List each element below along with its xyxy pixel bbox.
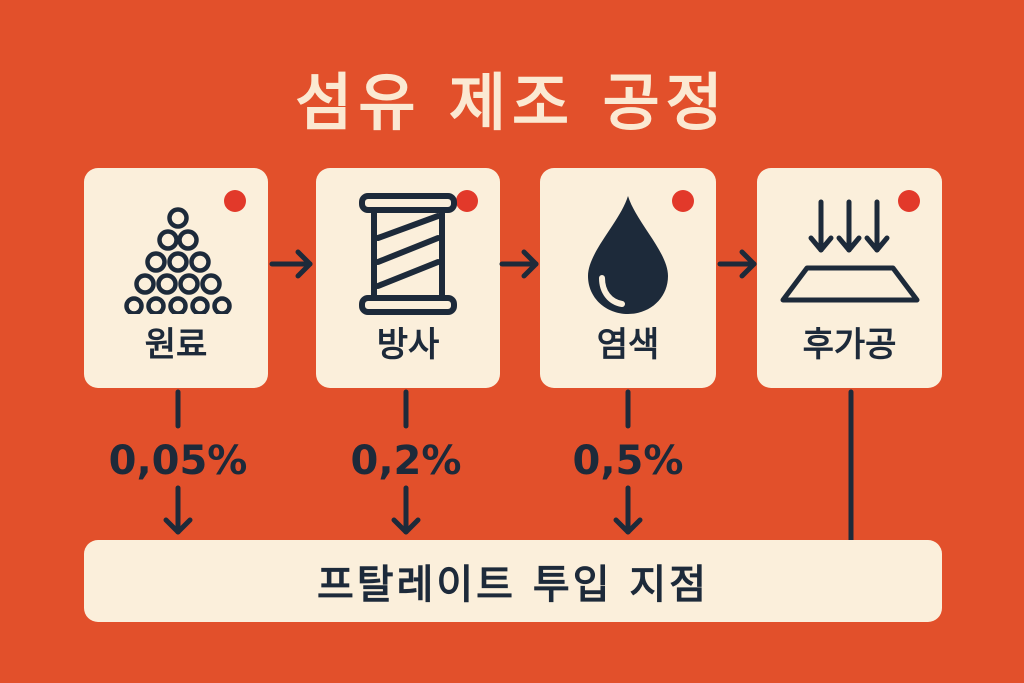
- injection-point-label: 프탈레이트 투입 지점: [316, 562, 710, 608]
- step-card-spinning: 방사: [316, 168, 500, 388]
- fiber-pellets-icon: [124, 207, 232, 314]
- flow-arrow: [717, 249, 757, 279]
- status-dot: [456, 190, 478, 212]
- step-card-finishing: 후가공: [757, 168, 942, 388]
- step-label: 후가공: [802, 325, 897, 365]
- step-label: 방사: [376, 325, 440, 365]
- step-label: 원료: [144, 325, 208, 365]
- status-dot: [224, 190, 246, 212]
- injection-point-bar: 프탈레이트 투입 지점: [84, 540, 942, 622]
- flow-arrow: [269, 249, 313, 279]
- diagram-title: 섬유 제조 공정: [295, 66, 729, 139]
- rate-label-spinning: 0,2%: [350, 438, 462, 484]
- step-card-dyeing: 염색: [540, 168, 716, 388]
- status-dot: [672, 190, 694, 212]
- thread-spool-icon: [359, 193, 457, 315]
- flow-arrow: [499, 249, 539, 279]
- step-card-raw-material: 원료: [84, 168, 268, 388]
- drop-arrow: [163, 389, 193, 535]
- drop-arrow: [613, 389, 643, 535]
- rate-label-raw-material: 0,05%: [108, 438, 248, 484]
- step-label: 염색: [596, 325, 660, 365]
- dye-drop-icon: [588, 196, 668, 314]
- rate-label-dyeing: 0,5%: [572, 438, 684, 484]
- press-finishing-icon: [780, 199, 920, 303]
- status-dot: [898, 190, 920, 212]
- drop-arrow: [391, 389, 421, 535]
